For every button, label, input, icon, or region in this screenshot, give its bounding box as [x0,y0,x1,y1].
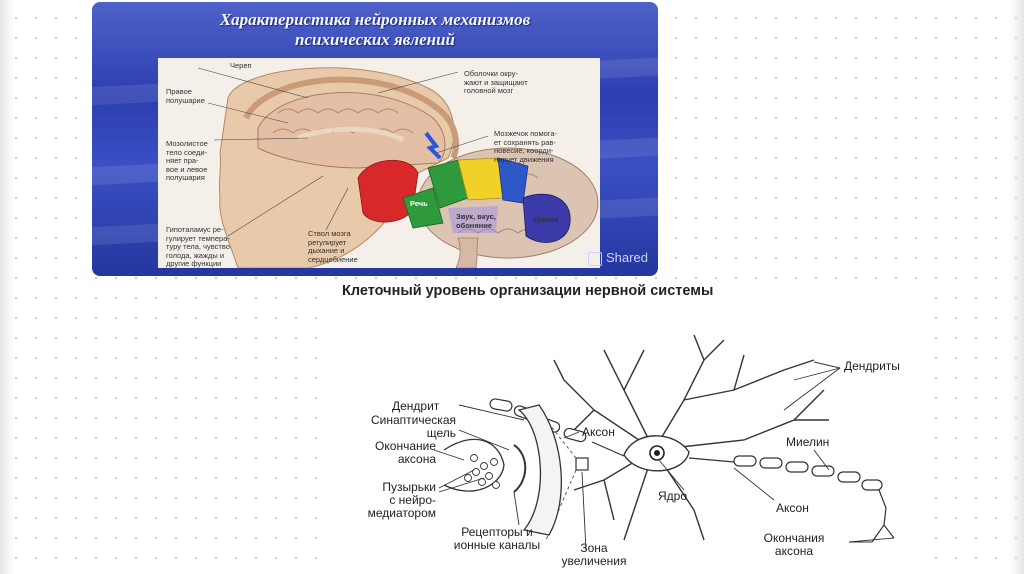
label-dendrites: Дендриты [844,359,900,373]
label-synaptic-cleft: Синаптическая щель [371,413,456,440]
label-sound-taste-smell: Звук, вкус, обоняние [456,212,496,230]
slide-left-shadow [0,0,14,574]
label-axon-endings: Окончания аксона [763,531,825,558]
label-meninges: Оболочки окру- жают и защищают головной … [464,69,528,95]
label-brainstem: Ствол мозга регулирует дыхание и сердцеб… [308,229,358,264]
label-axon-terminal: Окончание аксона [375,439,436,466]
brain-drawing [197,67,599,268]
label-myelin: Миелин [786,435,830,449]
brain-panel-title: Характеристика нейронных механизмов псих… [92,10,658,50]
label-axon-top: Аксон [582,425,615,439]
chart-icon [588,252,602,266]
label-cerebellum: Мозжечок помога- ет сохранять рав- новес… [494,129,558,164]
neuron-panel: Клеточный уровень организации нервной си… [324,280,930,570]
label-receptors-ion-channels: Рецепторы и ионные каналы [453,525,541,552]
label-axon-right: Аксон [776,501,809,515]
title-line-2: психических явлений [295,30,455,49]
label-corpus-callosum: Мозолистое тело соеди- няет пра- вое и л… [166,139,208,182]
brain-illustration: Череп Правое полушарие Мозолистое тело с… [158,58,600,268]
neuron-drawing [433,334,895,551]
label-dendrite: Дендрит [392,399,440,413]
neuron-panel-title: Клеточный уровень организации нервной си… [342,283,714,299]
label-right-hemisphere: Правое полушарие [166,87,205,105]
label-nucleus: Ядро [658,489,688,503]
shared-watermark: Shared [606,250,648,265]
label-hypothalamus: Гипоталамус ре- гулирует темпера- туру т… [166,225,230,268]
label-vesicles-neurotransmitter: Пузырьки с нейро- медиатором [367,480,436,520]
label-zoom-zone: Зона увеличения [561,541,627,568]
brain-panel: Характеристика нейронных механизмов псих… [92,2,658,276]
slide-right-shadow [1010,0,1024,574]
label-vision: Зрение [532,215,559,224]
label-skull: Череп [230,61,252,70]
title-line-1: Характеристика нейронных механизмов [219,10,531,29]
label-speech: Речь [410,199,428,208]
